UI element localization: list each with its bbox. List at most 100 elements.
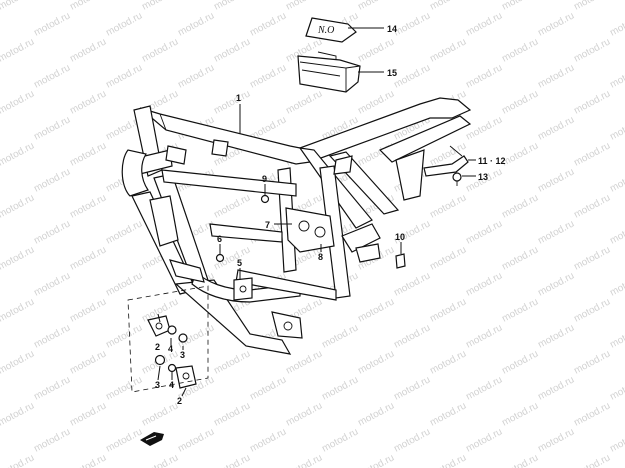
part-4-washer-lower <box>167 363 177 373</box>
watermark-text: motod.ru <box>500 0 540 13</box>
watermark-text: motod.ru <box>464 218 504 246</box>
watermark-text: motod.ru <box>464 374 504 402</box>
watermark-text: motod.ru <box>608 322 625 350</box>
watermark-text: motod.ru <box>32 166 72 194</box>
watermark-text: motod.ru <box>572 348 612 376</box>
watermark-text: motod.ru <box>32 62 72 90</box>
watermark-text: motod.ru <box>0 88 36 116</box>
watermark-text: motod.ru <box>104 62 144 90</box>
watermark-text: motod.ru <box>284 348 324 376</box>
watermark-text: motod.ru <box>356 36 396 64</box>
watermark-text: motod.ru <box>536 218 576 246</box>
watermark-text: motod.ru <box>212 452 252 468</box>
watermark-text: motod.ru <box>572 244 612 272</box>
watermark-text: motod.ru <box>428 192 468 220</box>
watermark-text: motod.ru <box>536 426 576 454</box>
watermark-text: motod.ru <box>608 426 625 454</box>
watermark-text: motod.ru <box>32 10 72 38</box>
part-6-bolt <box>215 253 225 263</box>
watermark-text: motod.ru <box>32 114 72 142</box>
watermark-text: motod.ru <box>68 244 108 272</box>
watermark-text: motod.ru <box>68 192 108 220</box>
watermark-text: motod.ru <box>428 244 468 272</box>
watermark-text: motod.ru <box>248 374 288 402</box>
watermark-text: motod.ru <box>608 10 625 38</box>
watermark-text: motod.ru <box>140 36 180 64</box>
callout-6: 6 <box>217 234 222 244</box>
watermark-text: motod.ru <box>392 62 432 90</box>
watermark-text: motod.ru <box>428 400 468 428</box>
watermark-text: motod.ru <box>464 426 504 454</box>
callout-4-upper: 4 <box>168 344 173 354</box>
part-2-bracket-lower <box>175 365 197 389</box>
watermark-text: motod.ru <box>572 400 612 428</box>
watermark-text: motod.ru <box>212 192 252 220</box>
watermark-text: motod.ru <box>284 88 324 116</box>
watermark-text: motod.ru <box>356 88 396 116</box>
part-11-12-bracket <box>423 145 469 177</box>
watermark-text: motod.ru <box>104 218 144 246</box>
watermark-text: motod.ru <box>572 192 612 220</box>
watermark-text: motod.ru <box>68 140 108 168</box>
watermark-text: motod.ru <box>500 192 540 220</box>
watermark-text: motod.ru <box>356 452 396 468</box>
cover-plate-marking: N.O <box>317 25 334 36</box>
watermark-text: motod.ru <box>428 0 468 13</box>
watermark-text: motod.ru <box>536 10 576 38</box>
watermark-text: motod.ru <box>284 452 324 468</box>
watermark-text: motod.ru <box>428 296 468 324</box>
watermark-text: motod.ru <box>392 322 432 350</box>
callout-13: 13 <box>478 172 488 182</box>
part-4-washer-upper <box>167 325 177 335</box>
watermark-text: motod.ru <box>500 452 540 468</box>
watermark-text: motod.ru <box>32 322 72 350</box>
callout-9: 9 <box>262 174 267 184</box>
watermark-text: motod.ru <box>356 348 396 376</box>
watermark-text: motod.ru <box>176 426 216 454</box>
watermark-text: motod.ru <box>68 348 108 376</box>
watermark-text: motod.ru <box>32 374 72 402</box>
part-13-bolt <box>452 172 462 186</box>
watermark-text: motod.ru <box>464 10 504 38</box>
watermark-text: motod.ru <box>608 166 625 194</box>
watermark-text: motod.ru <box>0 36 36 64</box>
watermark-text: motod.ru <box>68 452 108 468</box>
watermark-text: motod.ru <box>212 348 252 376</box>
leader-lines <box>157 27 476 397</box>
watermark-text: motod.ru <box>320 322 360 350</box>
watermark-text: motod.ru <box>176 10 216 38</box>
watermark-text: motod.ru <box>0 0 36 13</box>
watermark-text: motod.ru <box>32 426 72 454</box>
watermark-text: motod.ru <box>608 374 625 402</box>
watermark-text: motod.ru <box>500 140 540 168</box>
watermark-text: motod.ru <box>608 218 625 246</box>
watermark-text: motod.ru <box>500 348 540 376</box>
watermark-text: motod.ru <box>464 62 504 90</box>
callout-labels: 1 14 15 11 · 12 13 9 7 8 10 6 5 4 3 2 4 … <box>155 24 506 406</box>
watermark-text: motod.ru <box>248 10 288 38</box>
watermark-text: motod.ru <box>212 36 252 64</box>
part-3-nut-upper <box>178 333 188 343</box>
watermark-text: motod.ru <box>392 374 432 402</box>
part-1-main-frame <box>121 97 472 355</box>
callout-2-lower: 2 <box>177 396 182 406</box>
watermark-text: motod.ru <box>0 140 36 168</box>
front-arrow-icon <box>140 432 164 446</box>
watermark-text: motod.ru <box>212 400 252 428</box>
watermark-text: motod.ru <box>428 348 468 376</box>
watermark-text: motod.ru <box>428 452 468 468</box>
watermark-text: motod.ru <box>608 270 625 298</box>
watermark-text: motod.ru <box>248 62 288 90</box>
watermark-text: motod.ru <box>464 322 504 350</box>
watermark-text: motod.ru <box>500 400 540 428</box>
watermark-text: motod.ru <box>0 244 36 272</box>
watermark-text: motod.ru <box>536 166 576 194</box>
watermark-text: motod.ru <box>356 296 396 324</box>
callout-14: 14 <box>387 24 397 34</box>
watermark-text: motod.ru <box>104 426 144 454</box>
callout-11-12: 11 · 12 <box>478 156 506 166</box>
watermark-text: motod.ru <box>320 426 360 454</box>
watermark-text: motod.ru <box>608 62 625 90</box>
watermark-text: motod.ru <box>68 0 108 13</box>
